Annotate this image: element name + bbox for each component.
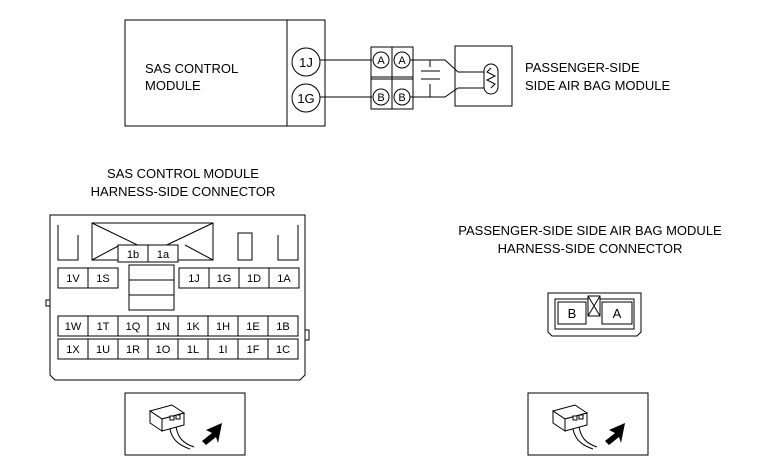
svg-text:A: A: [377, 55, 385, 67]
sas-pin-1h: 1H: [207, 315, 239, 337]
svg-text:1Q: 1Q: [126, 321, 141, 333]
sas-pin-1g: 1G: [208, 267, 240, 289]
sas-row2: 1W 1T 1Q 1N 1K 1H 1E 1B: [57, 315, 299, 337]
svg-text:1a: 1a: [157, 249, 170, 261]
sas-pin-1n: 1N: [147, 315, 179, 337]
svg-text:1S: 1S: [96, 273, 109, 285]
svg-text:1B: 1B: [276, 321, 289, 333]
svg-text:1N: 1N: [156, 321, 170, 333]
svg-text:1D: 1D: [247, 273, 261, 285]
wire-to-airbag-a: [413, 59, 490, 73]
svg-text:1F: 1F: [247, 344, 260, 356]
svg-text:1O: 1O: [156, 344, 171, 356]
sas-pin-1a: 1a: [147, 244, 179, 263]
svg-text:1V: 1V: [66, 273, 80, 285]
sas-pin-1v: 1V: [57, 267, 89, 289]
svg-text:1E: 1E: [246, 321, 259, 333]
airbag-module-label-line1: PASSENGER-SIDE: [525, 60, 640, 75]
junction-pin-a-left: A: [372, 51, 390, 69]
svg-text:1J: 1J: [188, 273, 200, 285]
svg-text:1X: 1X: [66, 344, 80, 356]
wire-to-airbag-b: [413, 87, 490, 98]
control-module-label-line2: MODULE: [145, 78, 201, 93]
sas-pin-1k: 1K: [177, 315, 209, 337]
svg-text:1T: 1T: [97, 321, 110, 333]
sas-pin-1d: 1D: [238, 267, 270, 289]
svg-text:1H: 1H: [216, 321, 230, 333]
junction-pin-b-right: B: [393, 88, 411, 106]
sas-pin-1u: 1U: [87, 338, 119, 360]
sas-pin-1r: 1R: [117, 338, 149, 360]
svg-text:1C: 1C: [276, 344, 290, 356]
airbag-module-label-line2: SIDE AIR BAG MODULE: [525, 78, 671, 93]
sas-row3: 1X 1U 1R 1O 1L 1I 1F 1C: [57, 338, 299, 360]
svg-text:B: B: [398, 92, 405, 104]
svg-text:1U: 1U: [96, 344, 110, 356]
svg-text:1W: 1W: [65, 321, 82, 333]
airbag-module-box: PASSENGER-SIDE SIDE AIR BAG MODULE: [454, 45, 671, 107]
sas-connector-title-line2: HARNESS-SIDE CONNECTOR: [91, 184, 276, 199]
svg-text:B: B: [568, 306, 577, 321]
control-module-label-line1: SAS CONTROL: [145, 61, 238, 76]
airbag-pin-b: B: [557, 301, 587, 325]
airbag-pin-a: A: [601, 301, 633, 325]
sas-pin-1t: 1T: [87, 315, 119, 337]
sas-pin-1a-row1: 1A: [268, 267, 300, 289]
airbag-connector-face: B A: [547, 292, 642, 337]
junction-pin-a-right: A: [393, 51, 411, 69]
sas-pin-1s: 1S: [87, 267, 119, 289]
sas-pin-1e: 1E: [237, 315, 269, 337]
sas-connector-face: [45, 214, 310, 381]
svg-text:1b: 1b: [127, 249, 139, 261]
sas-pin-1l: 1L: [177, 338, 209, 360]
svg-text:1I: 1I: [218, 344, 227, 356]
svg-text:1R: 1R: [126, 344, 140, 356]
sas-pin-1x: 1X: [57, 338, 89, 360]
junction-pin-b-left: B: [372, 88, 390, 106]
svg-text:1K: 1K: [186, 321, 200, 333]
sas-pin-1b: 1b: [117, 244, 149, 263]
sas-pin-1b-row2: 1B: [267, 315, 299, 337]
sas-pin-1c: 1C: [267, 338, 299, 360]
airbag-connector-title-line1: PASSENGER-SIDE SIDE AIR BAG MODULE: [458, 223, 722, 238]
pin-1g-terminal: 1G: [291, 83, 321, 113]
sas-control-module-box: SAS CONTROL MODULE: [124, 19, 326, 127]
sas-connector-title-line1: SAS CONTROL MODULE: [107, 166, 259, 181]
svg-text:B: B: [377, 92, 384, 104]
sas-pin-1w: 1W: [57, 315, 89, 337]
airbag-connector-title-line2: HARNESS-SIDE CONNECTOR: [498, 241, 683, 256]
sas-pin-1i: 1I: [207, 338, 239, 360]
pin-1j-terminal: 1J: [291, 47, 321, 77]
sas-pin-1j: 1J: [178, 267, 210, 289]
svg-text:1G: 1G: [297, 91, 314, 106]
svg-text:1L: 1L: [187, 344, 199, 356]
airbag-view-direction-icon: [527, 392, 649, 456]
sas-pin-1q: 1Q: [117, 315, 149, 337]
shorting-clip: [587, 295, 601, 317]
svg-text:1J: 1J: [299, 55, 313, 70]
svg-text:1A: 1A: [277, 273, 291, 285]
harness-view-direction-icon: [124, 392, 246, 456]
svg-text:1G: 1G: [217, 273, 232, 285]
sas-pin-1o: 1O: [147, 338, 179, 360]
sas-pin-1f: 1F: [237, 338, 269, 360]
junction-connector: A A B B: [370, 46, 414, 110]
svg-text:A: A: [398, 55, 406, 67]
shorting-bar-symbol: [410, 59, 440, 98]
svg-text:A: A: [613, 306, 622, 321]
